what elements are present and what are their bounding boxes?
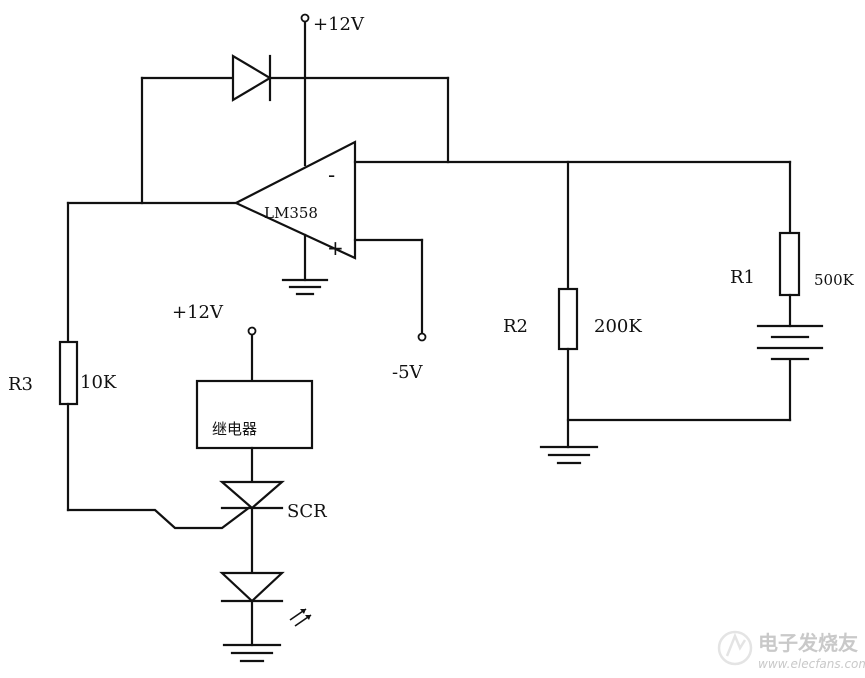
scr [219,446,285,575]
opamp-inverting-sign: - [328,163,335,187]
opamp-noninverting-sign: + [327,236,344,260]
resistor-r1 [778,160,801,328]
r3-label: R3 [8,374,33,395]
opamp-lm358 [233,140,357,260]
r2-value: 200K [594,316,642,337]
opamp-label: LM358 [264,204,318,222]
r3-value: 10K [80,372,117,393]
r1-label: R1 [730,267,755,288]
feedback-diode [231,54,273,102]
vcc-relay-terminal [247,326,257,383]
r1-value: 500K [814,271,855,289]
r2-label: R2 [503,316,528,337]
input-line [66,201,238,344]
vcc-top-terminal [300,13,310,167]
scr-gate-line [66,505,252,530]
watermark-url: www.elecfans.com [758,657,865,671]
relay-label: 继电器 [212,420,257,438]
vneg-label: -5V [392,362,424,383]
resistor-r2 [557,160,579,449]
r2-ground [539,445,599,465]
led-ground [222,643,282,663]
led [219,571,312,647]
battery [756,324,824,361]
feedback-loop [140,76,450,205]
opamp-ground [281,233,329,296]
watermark-title: 电子发烧友 [758,631,858,655]
watermark-logo [717,630,753,666]
resistor-r3 [58,340,79,512]
r1-return-line [566,358,792,422]
vneg-line [353,238,427,342]
vcc-relay-label: +12V [172,302,224,323]
vcc-top-label: +12V [313,14,365,35]
scr-label: SCR [287,501,327,522]
relay [195,379,314,450]
